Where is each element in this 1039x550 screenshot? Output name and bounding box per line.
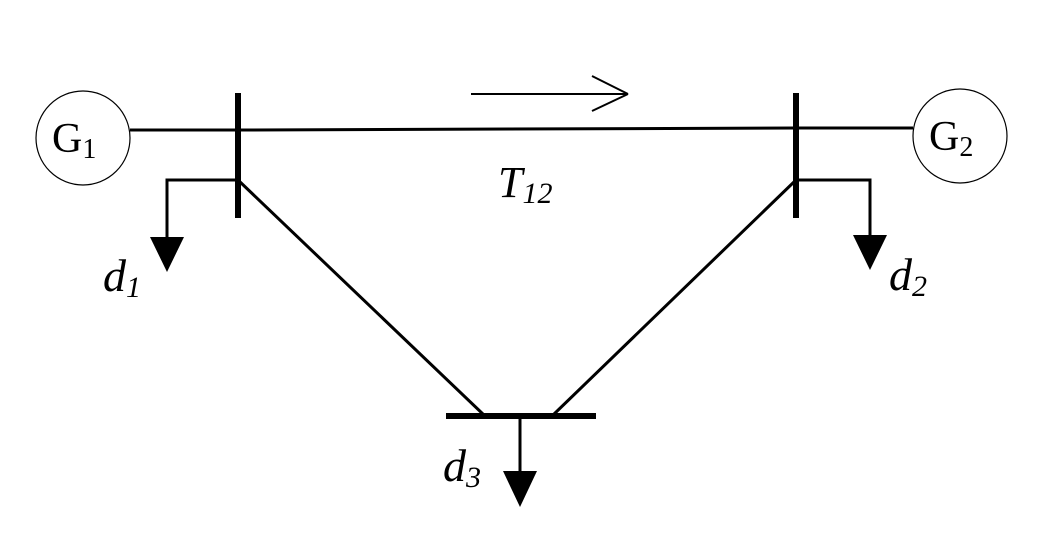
line-t12: [237, 126, 797, 132]
line-13: [236, 178, 487, 418]
load-d3-arrow-icon: [503, 416, 537, 507]
load-d2-label: d2: [889, 249, 927, 303]
generator-g2-label: G2: [929, 114, 973, 163]
generator-g1-label: G1: [52, 116, 96, 165]
generator-g1: G1: [35, 90, 131, 186]
generator-g2-circle: [912, 88, 1008, 184]
load-d2-arrow-icon: [796, 178, 887, 270]
load-d1-label: d1: [103, 250, 141, 304]
line-23: [550, 178, 798, 418]
generator-g1-circle: [35, 90, 131, 186]
line-t12-label: T12: [498, 158, 552, 210]
flow-direction-arrow-icon: [471, 75, 629, 112]
load-d3-label: d3: [443, 440, 481, 494]
generator-g2: G2: [912, 88, 1008, 184]
load-d1-arrow-icon: [150, 178, 238, 272]
